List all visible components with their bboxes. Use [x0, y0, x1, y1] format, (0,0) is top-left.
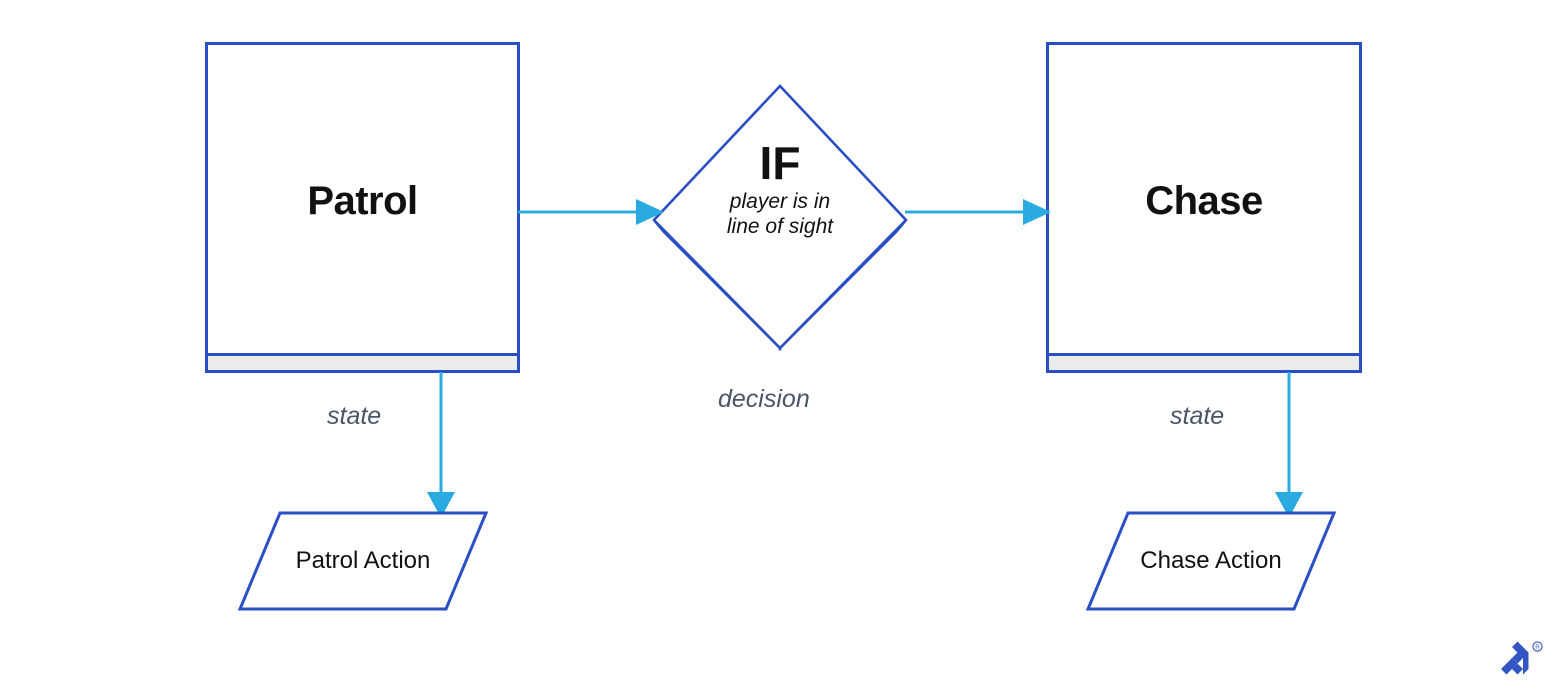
toptal-logo-icon: R	[1501, 641, 1543, 675]
chase-action-outline	[1085, 511, 1337, 611]
edge-patrol-to-patrol-action-arrowhead	[427, 492, 455, 518]
state-node-chase[interactable]: Chase	[1046, 42, 1362, 373]
edge-decision-to-chase-arrowhead	[1023, 199, 1051, 225]
label-state-chase: state	[1170, 402, 1225, 430]
action-parallelogram-shape	[237, 511, 489, 611]
edge-patrol-to-decision	[518, 199, 664, 225]
edge-patrol-to-decision-arrowhead	[636, 199, 664, 225]
registered-trademark-symbol: R	[1532, 641, 1543, 652]
state-node-chase-title: Chase	[1145, 178, 1263, 223]
patrol-action-outline	[237, 511, 489, 611]
state-node-patrol-title: Patrol	[307, 178, 418, 223]
action-node-patrol-action[interactable]: Patrol Action	[237, 511, 489, 611]
action-parallelogram-shape	[1085, 511, 1337, 611]
label-decision: decision	[718, 385, 810, 413]
edge-decision-to-chase	[905, 199, 1051, 225]
toptal-logo: R	[1490, 640, 1546, 682]
decision-node-if-line-of-sight[interactable]: IF player is in line of sight	[648, 80, 912, 356]
edge-patrol-to-patrol-action	[427, 372, 455, 518]
edge-chase-to-chase-action-arrowhead	[1275, 492, 1303, 518]
decision-diamond-face	[652, 84, 908, 350]
label-state-patrol: state	[327, 402, 382, 430]
state-node-chase-footer	[1049, 353, 1359, 370]
action-node-patrol-action-label: Patrol Action	[295, 547, 431, 574]
state-node-patrol-footer	[208, 353, 517, 370]
decision-diamond-shape	[652, 84, 908, 352]
action-node-chase-action-label: Chase Action	[1140, 547, 1282, 574]
action-node-chase-action[interactable]: Chase Action	[1085, 511, 1337, 611]
edge-chase-to-chase-action	[1275, 372, 1303, 518]
svg-text:R: R	[1535, 644, 1540, 651]
state-node-patrol[interactable]: Patrol	[205, 42, 520, 373]
